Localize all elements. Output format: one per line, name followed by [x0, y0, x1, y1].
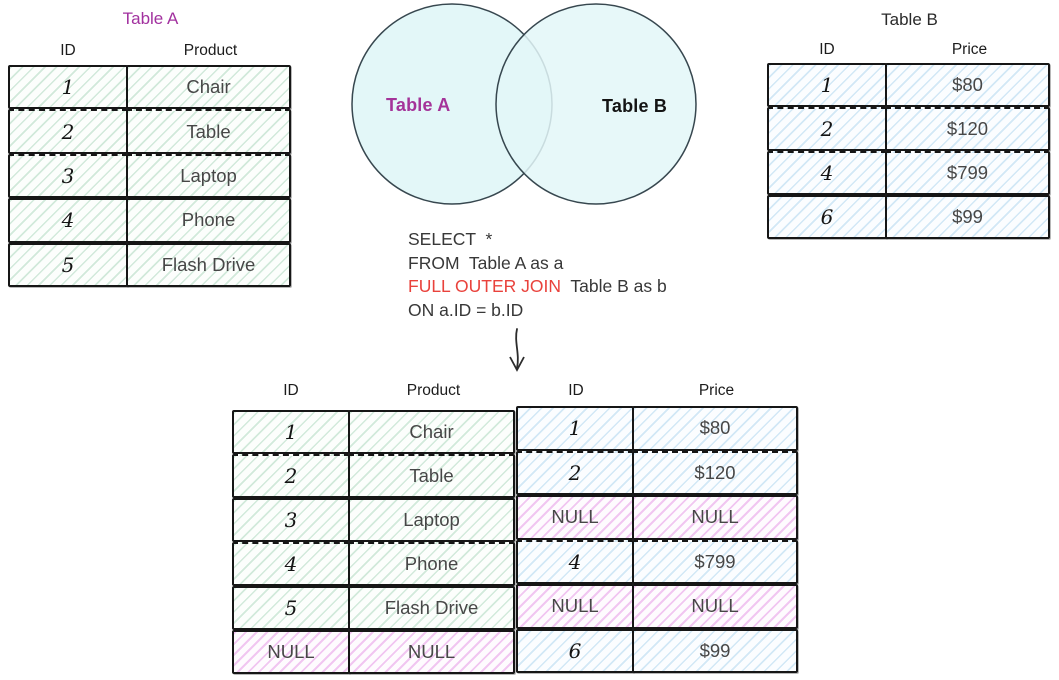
- table-b-price-cell: $799: [885, 151, 1050, 195]
- table-a-product-cell: Table: [126, 109, 291, 154]
- down-arrow-icon: [509, 328, 525, 372]
- table-a-id-cell: 3: [8, 153, 128, 199]
- table-a-id-cell: 2: [8, 109, 128, 154]
- table-row: 4 $799: [516, 539, 798, 584]
- table-a: Table A ID Product 1 Chair 2 Table 3 Lap…: [8, 6, 293, 287]
- venn-diagram: [351, 3, 697, 205]
- table-a-product-cell: Laptop: [126, 153, 291, 199]
- table-a-title: Table A: [122, 9, 179, 28]
- table-a-product-cell: Flash Drive: [126, 242, 291, 287]
- table-b-id-cell: 2: [767, 107, 887, 151]
- table-row: 1 Chair: [8, 65, 293, 110]
- result-price-cell: $799: [632, 539, 798, 584]
- table-row: 3 Laptop: [8, 153, 293, 199]
- sql-join-keyword: FULL OUTER JOIN: [408, 276, 561, 296]
- result-id-a-cell: 5: [232, 586, 350, 630]
- result-price-null-cell: NULL: [632, 584, 798, 629]
- sql-on-line: ON a.ID = b.ID: [408, 299, 524, 320]
- table-b-id-cell: 1: [767, 63, 887, 107]
- table-row: 6 $99: [516, 628, 798, 673]
- table-row: 3 Laptop: [232, 498, 515, 542]
- table-row: 1 Chair: [232, 410, 515, 454]
- table-b-header-price: Price: [951, 40, 988, 58]
- sql-from-line: FROM Table A as a: [408, 252, 564, 273]
- table-row: 6 $99: [767, 195, 1052, 239]
- result-price-null-cell: NULL: [632, 495, 798, 540]
- table-row: 2 $120: [516, 450, 798, 495]
- sql-query: SELECT * FROM Table A as a FULL OUTER JO…: [408, 228, 667, 322]
- table-row: NULL NULL: [232, 630, 515, 674]
- table-b-id-cell: 6: [767, 195, 887, 239]
- result-product-cell: Laptop: [348, 498, 515, 542]
- table-a-header-product: Product: [183, 41, 238, 59]
- result-price-cell: $80: [632, 406, 798, 451]
- result-table-left-half: 1 Chair 2 Table 3 Laptop 4 Phone 5 Flash…: [232, 410, 515, 674]
- result-id-a-cell: 2: [232, 454, 350, 498]
- result-product-cell: Table: [348, 454, 515, 498]
- table-a-id-cell: 1: [8, 65, 128, 110]
- table-row: 2 $120: [767, 107, 1052, 151]
- result-id-b-cell: 6: [516, 628, 634, 673]
- venn-label-table-b: Table B: [602, 96, 668, 116]
- table-b-id-cell: 4: [767, 151, 887, 195]
- sql-join-line: FULL OUTER JOIN Table B as b: [408, 275, 667, 299]
- result-table-header-row: ID Product ID Price: [232, 382, 798, 400]
- result-id-b-cell: 2: [516, 450, 634, 495]
- table-a-product-cell: Phone: [126, 198, 291, 243]
- table-row: 1 $80: [767, 63, 1052, 107]
- sql-join-rest: Table B as b: [560, 276, 667, 296]
- table-row: 4 Phone: [232, 542, 515, 586]
- result-id-a-cell: 3: [232, 498, 350, 542]
- result-product-cell: Flash Drive: [348, 586, 515, 630]
- sql-select-line: SELECT *: [408, 229, 493, 249]
- table-row: 5 Flash Drive: [232, 586, 515, 630]
- table-b-header-id: ID: [819, 40, 835, 58]
- table-a-product-cell: Chair: [126, 65, 291, 110]
- result-header-id-a: ID: [283, 382, 299, 399]
- result-product-cell: Chair: [348, 410, 515, 454]
- result-price-cell: $99: [632, 628, 798, 673]
- table-row: 4 Phone: [8, 198, 293, 243]
- result-id-b-null-cell: NULL: [516, 584, 634, 629]
- result-product-cell: Phone: [348, 542, 515, 586]
- table-b-price-cell: $80: [885, 63, 1050, 107]
- result-id-a-cell: 1: [232, 410, 350, 454]
- table-b-price-cell: $99: [885, 195, 1050, 239]
- table-row: 2 Table: [8, 109, 293, 154]
- table-b-header-row: ID Price: [767, 36, 1052, 63]
- result-id-b-null-cell: NULL: [516, 495, 634, 540]
- table-b-price-cell: $120: [885, 107, 1050, 151]
- table-row: 5 Flash Drive: [8, 242, 293, 287]
- result-price-cell: $120: [632, 450, 798, 495]
- venn-circle-b: [495, 3, 697, 205]
- result-product-null-cell: NULL: [348, 630, 515, 674]
- table-a-id-cell: 4: [8, 198, 128, 243]
- table-b-title: Table B: [881, 10, 938, 29]
- table-b: Table B ID Price 1 $80 2 $120 4 $799 6 $…: [767, 8, 1052, 239]
- result-id-a-null-cell: NULL: [232, 630, 350, 674]
- table-row: 4 $799: [767, 151, 1052, 195]
- result-id-b-cell: 4: [516, 539, 634, 584]
- result-id-a-cell: 4: [232, 542, 350, 586]
- result-header-id-b: ID: [568, 382, 584, 399]
- venn-label-table-a: Table A: [386, 95, 451, 115]
- table-a-id-cell: 5: [8, 242, 128, 287]
- result-header-price: Price: [698, 382, 735, 399]
- table-a-header-row: ID Product: [8, 36, 293, 65]
- result-id-b-cell: 1: [516, 406, 634, 451]
- result-header-product: Product: [406, 382, 461, 399]
- table-row: NULL NULL: [516, 584, 798, 629]
- table-row: NULL NULL: [516, 495, 798, 540]
- table-row: 2 Table: [232, 454, 515, 498]
- table-row: 1 $80: [516, 406, 798, 451]
- result-table-right-half: 1 $80 2 $120 NULL NULL 4 $799 NULL NULL …: [516, 406, 798, 673]
- table-a-header-id: ID: [60, 41, 76, 59]
